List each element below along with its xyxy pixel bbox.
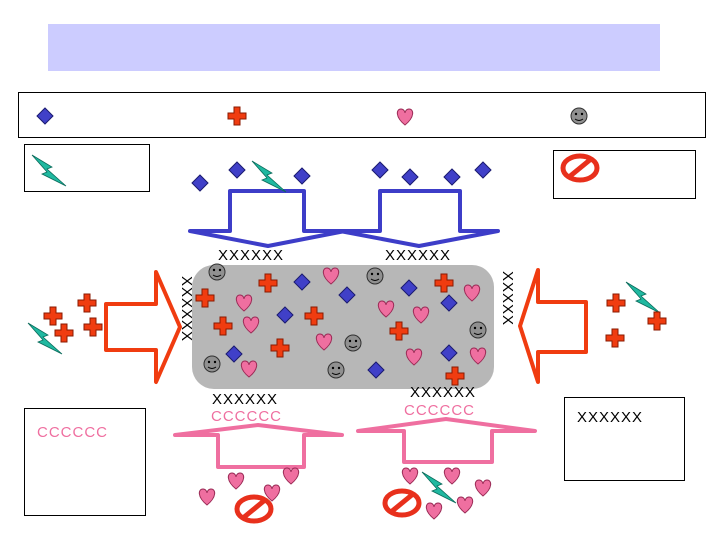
heart-icon <box>315 333 333 351</box>
diamond-icon <box>443 168 461 186</box>
cross-icon <box>83 317 103 337</box>
heart-icon <box>474 479 492 497</box>
blue-arrow-left <box>188 189 347 248</box>
cross-icon <box>195 288 215 308</box>
no-sign-icon <box>385 491 419 515</box>
heart-icon <box>377 300 395 318</box>
heart-icon <box>322 267 340 285</box>
heart-icon <box>456 496 474 514</box>
diamond-icon <box>367 361 385 379</box>
heart-icon <box>425 502 443 520</box>
pink-arrow-right <box>356 417 537 464</box>
lightning-icon <box>31 154 67 187</box>
diamond-icon <box>440 344 458 362</box>
smiley-icon <box>203 355 221 373</box>
bottom-left-x-label: XXXXXX <box>212 391 279 408</box>
diamond-icon <box>440 294 458 312</box>
diamond-icon <box>474 161 492 179</box>
lightning-icon <box>27 322 63 355</box>
heart-icon <box>401 467 419 485</box>
heart-icon <box>405 348 423 366</box>
heart-icon <box>242 316 260 334</box>
diamond-icon <box>191 174 209 192</box>
title-bar <box>48 24 660 71</box>
heart-icon <box>412 306 430 324</box>
lightning-icon <box>251 160 287 193</box>
lightning-icon <box>625 281 661 314</box>
legend-diamond-icon <box>36 107 54 125</box>
bottom-right-x-label: XXXXXX <box>410 384 477 401</box>
smiley-icon <box>469 321 487 339</box>
smiley-icon <box>344 334 362 352</box>
smiley-icon <box>366 267 384 285</box>
cross-icon <box>258 273 278 293</box>
pink-arrow-left <box>173 423 344 469</box>
top-left-arrow-label: XXXXXX <box>218 247 285 264</box>
bottom-right-c-label: CCCCCC <box>404 402 475 419</box>
cross-icon <box>445 366 465 386</box>
smiley-icon <box>208 263 226 281</box>
heart-icon <box>282 467 300 485</box>
diamond-icon <box>225 345 243 363</box>
heart-icon <box>443 467 461 485</box>
cross-icon <box>213 316 233 336</box>
heart-icon <box>198 488 216 506</box>
heart-icon <box>240 360 258 378</box>
cross-icon <box>434 273 454 293</box>
heart-icon <box>235 294 253 312</box>
no-sign-icon <box>237 497 271 521</box>
orange-arrow-left <box>104 270 182 384</box>
legend-smiley-icon <box>570 107 588 125</box>
legend-cross-icon <box>227 106 247 126</box>
diamond-icon <box>228 161 246 179</box>
cross-icon <box>304 306 324 326</box>
note-box-right: XXXXXX <box>564 397 685 481</box>
note-box-right-label: XXXXXX <box>577 409 644 426</box>
diamond-icon <box>293 167 311 185</box>
top-right-arrow-label: XXXXXX <box>385 247 452 264</box>
diamond-icon <box>276 306 294 324</box>
blue-arrow-right <box>338 189 500 248</box>
diamond-icon <box>371 161 389 179</box>
bottom-left-c-label: CCCCCC <box>211 408 282 425</box>
right-side-label: XXXXX <box>499 271 516 327</box>
smiley-icon <box>327 361 345 379</box>
no-sign-icon <box>563 156 597 180</box>
diamond-icon <box>338 286 356 304</box>
heart-icon <box>227 472 245 490</box>
note-box-left: CCCCCC <box>24 408 146 516</box>
diamond-icon <box>401 168 419 186</box>
cross-icon <box>54 323 74 343</box>
diamond-icon <box>400 279 418 297</box>
cross-icon <box>605 328 625 348</box>
cross-icon <box>270 338 290 358</box>
cross-icon <box>77 293 97 313</box>
legend-box <box>18 92 706 138</box>
cross-icon <box>647 311 667 331</box>
heart-icon <box>463 284 481 302</box>
cross-icon <box>606 293 626 313</box>
cross-icon <box>389 321 409 341</box>
orange-arrow-right <box>518 268 588 384</box>
note-box-left-label: CCCCCC <box>37 424 108 441</box>
diamond-icon <box>293 273 311 291</box>
cross-icon <box>43 306 63 326</box>
heart-icon <box>469 347 487 365</box>
left-side-label: XXXXXX <box>178 276 195 343</box>
legend-heart-icon <box>396 108 414 126</box>
